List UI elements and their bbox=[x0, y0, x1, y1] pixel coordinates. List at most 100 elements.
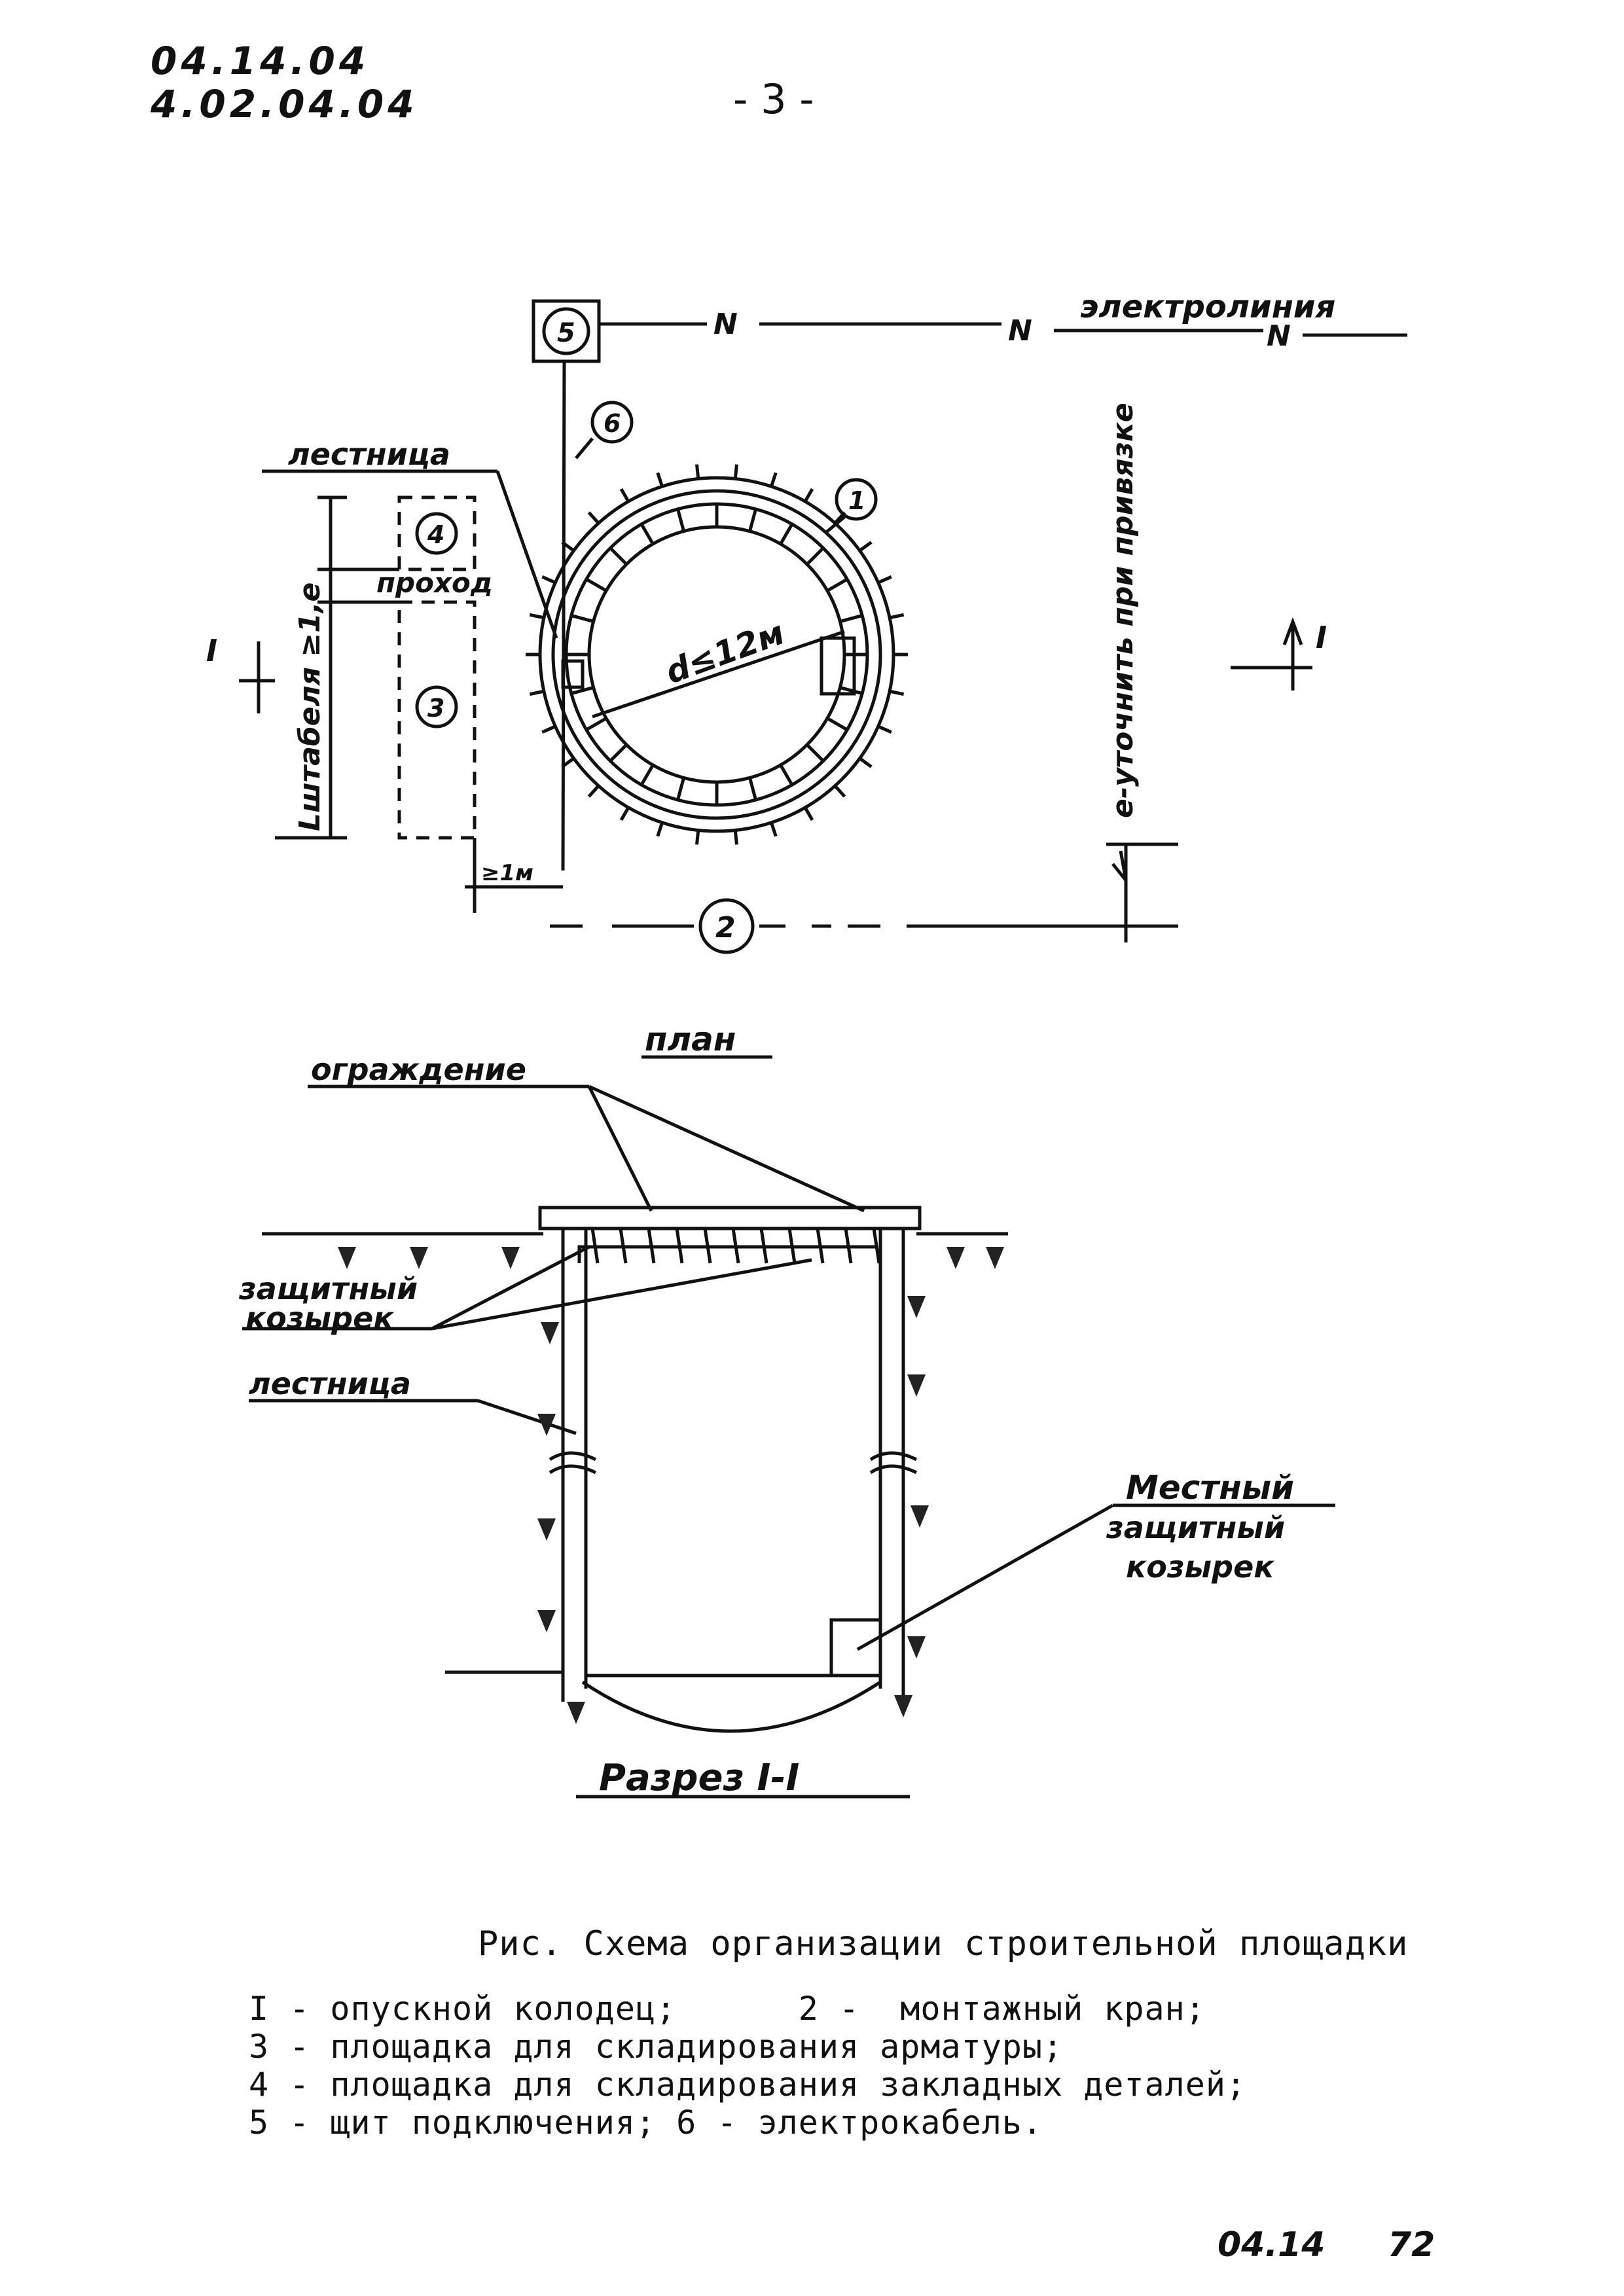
soil-tick bbox=[541, 725, 556, 734]
soil-tick bbox=[541, 575, 556, 584]
fence-label: ограждение bbox=[311, 1052, 526, 1087]
soil-tick bbox=[656, 472, 664, 487]
soil-tick bbox=[619, 488, 630, 503]
callout-1-number: 1 bbox=[848, 486, 865, 515]
canopy-leader bbox=[431, 1258, 812, 1331]
legend-item: 5 - щит подключения; 6 - электрокабель. bbox=[249, 2104, 1043, 2142]
power-line-mark: N bbox=[1267, 319, 1291, 353]
soil-tick bbox=[587, 784, 600, 798]
local-canopy-label-1: Местный bbox=[1126, 1469, 1294, 1507]
page-number: - 3 - bbox=[733, 75, 814, 123]
legend-item: I - опускной колодец; 2 - монтажный кран… bbox=[249, 1990, 1206, 2028]
ring-segment bbox=[839, 614, 863, 623]
stack-length-dimension: Lштабеля ≥1,е bbox=[293, 583, 327, 831]
fence-leader bbox=[587, 1085, 653, 1212]
canopy-label-2: козырек bbox=[245, 1300, 395, 1336]
caisson-ring bbox=[551, 489, 882, 820]
ladder-label-section: лестница bbox=[249, 1366, 411, 1401]
ring-segment bbox=[585, 717, 607, 732]
ring-segment bbox=[676, 777, 685, 800]
soil-tick bbox=[561, 541, 575, 552]
callout-5-circle bbox=[542, 307, 590, 355]
soil-hatching bbox=[338, 1247, 1004, 1724]
callout-1-circle bbox=[835, 478, 878, 521]
section-title: Разрез I-I bbox=[599, 1757, 799, 1799]
local-canopy-label-2: защитный bbox=[1106, 1510, 1285, 1545]
ring-segment bbox=[748, 509, 757, 532]
footer-number: 72 bbox=[1388, 2225, 1435, 2265]
soil-hatch bbox=[537, 1414, 556, 1436]
callout-5-number: 5 bbox=[557, 318, 575, 348]
ladder-section-leader bbox=[477, 1399, 577, 1435]
min-clearance-label: ≥1м bbox=[481, 860, 533, 886]
ring-segment bbox=[839, 686, 863, 695]
break-mark bbox=[549, 1451, 597, 1462]
fence-deck bbox=[538, 1206, 922, 1230]
callout-2-number: 2 bbox=[715, 911, 736, 944]
soil-tick bbox=[561, 757, 575, 768]
crane-base bbox=[820, 636, 856, 696]
canopy-leader bbox=[431, 1245, 590, 1331]
ring-segment bbox=[571, 686, 594, 695]
callout-6-circle bbox=[590, 401, 634, 444]
figure-caption: Рис. Схема организации строительной площ… bbox=[478, 1924, 1409, 1964]
callout-3-number: 3 bbox=[427, 694, 444, 723]
soil-tick bbox=[733, 464, 739, 479]
section-mark-right-label: I bbox=[1316, 620, 1327, 655]
ladder-plan bbox=[561, 659, 585, 689]
power-line-mark: N bbox=[713, 308, 738, 341]
soil-tick bbox=[695, 464, 700, 479]
power-line-mark: N bbox=[1008, 314, 1032, 348]
soil-tick bbox=[733, 830, 739, 845]
ring-segment bbox=[779, 764, 794, 786]
ring-segment bbox=[585, 577, 607, 592]
figure-legend: I - опускной колодец; 2 - монтажный кран… bbox=[249, 1990, 1246, 2142]
ring-segment bbox=[609, 744, 628, 762]
storage-area-4 bbox=[397, 495, 477, 571]
section-arrow bbox=[1282, 617, 1303, 645]
soil-hatch bbox=[907, 1374, 926, 1397]
soil-hatch bbox=[907, 1636, 926, 1659]
fence-leader bbox=[588, 1085, 865, 1213]
soil-hatch bbox=[541, 1322, 559, 1344]
ring-segment bbox=[806, 744, 825, 762]
callout-4-number: 4 bbox=[427, 520, 444, 549]
soil-hatch bbox=[911, 1505, 929, 1528]
soil-tick bbox=[889, 613, 905, 620]
soil-hatch bbox=[410, 1247, 428, 1269]
ring-segment bbox=[826, 577, 848, 592]
switchboard-box bbox=[532, 299, 601, 363]
soil-hatch bbox=[907, 1296, 926, 1318]
ring-segment bbox=[779, 523, 794, 545]
callout-3-circle bbox=[415, 685, 458, 728]
soil-hatch bbox=[894, 1695, 912, 1717]
soil-tick bbox=[803, 488, 814, 503]
section-mark-left-label: I bbox=[206, 633, 217, 668]
power-line-label: электролиния bbox=[1080, 289, 1335, 325]
ring-segment bbox=[806, 547, 825, 565]
ring-segment bbox=[676, 509, 685, 532]
canopy-label-1: защитный bbox=[238, 1271, 418, 1306]
legend-item: 4 - площадка для складирования закладных… bbox=[249, 2066, 1247, 2104]
local-canopy-label-3: козырек bbox=[1126, 1549, 1275, 1585]
protective-canopy bbox=[577, 1245, 877, 1263]
callout-2-circle bbox=[698, 898, 755, 954]
ring-segment bbox=[571, 614, 594, 623]
soil-tick bbox=[770, 822, 778, 837]
soil-tick bbox=[803, 806, 814, 821]
ring-segment bbox=[609, 547, 628, 565]
soil-tick bbox=[858, 541, 873, 552]
electric-cable bbox=[561, 361, 566, 871]
e-dimension-arrow bbox=[1111, 850, 1128, 882]
legend-item: 3 - площадка для складирования арматуры; bbox=[249, 2028, 1064, 2066]
code-line-2: 4.02.04.04 bbox=[151, 82, 418, 126]
ring-segment bbox=[826, 717, 848, 732]
ring-segment bbox=[640, 764, 655, 786]
ladder-label-plan: лестница bbox=[288, 437, 450, 472]
plan-title: план bbox=[645, 1020, 736, 1058]
soil-tick bbox=[877, 725, 892, 734]
soil-tick bbox=[889, 689, 905, 696]
diameter-line bbox=[592, 630, 845, 719]
soil-tick bbox=[529, 613, 545, 620]
